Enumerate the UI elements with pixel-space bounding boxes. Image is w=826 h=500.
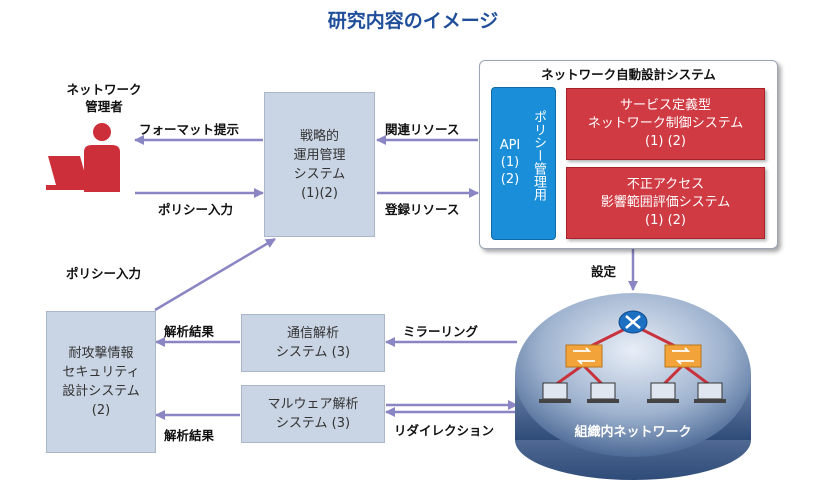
service-defined-control-system: サービス定義型 ネットワーク制御システム (1) (2) <box>566 88 765 160</box>
api-label: API (1) (2) <box>499 137 521 187</box>
label-policy-input-1: ポリシー入力 <box>158 202 234 217</box>
security-design-system: 耐攻撃情報 セキュリティ 設計システム (2) <box>46 311 156 453</box>
label-format-present: フォーマット提示 <box>139 122 240 137</box>
label-redirection: リダイレクション <box>394 423 495 438</box>
label-setting: 設定 <box>591 264 617 279</box>
switch-icon <box>664 344 702 368</box>
unauthorized-access-impact-system: 不正アクセス 影響範囲評価システム (1) (2) <box>566 167 765 239</box>
laptop-icon <box>694 382 726 403</box>
label-policy-input-2: ポリシー入力 <box>66 266 142 281</box>
label-register-resources: 登録リソース <box>385 202 460 217</box>
label-mirroring: ミラーリング <box>403 324 479 339</box>
policy-management-label: ポリシー管理用 <box>531 110 546 201</box>
communication-analysis-system: 通信解析 システム (3) <box>241 314 385 372</box>
switch-icon <box>565 344 603 368</box>
policy-api-panel <box>491 87 556 240</box>
label-analysis-result-1: 解析結果 <box>164 324 215 339</box>
laptop-icon <box>647 382 679 403</box>
label-analysis-result-2: 解析結果 <box>164 428 215 443</box>
malware-analysis-system: マルウェア解析 システム (3) <box>241 385 385 443</box>
laptop-icon <box>587 382 619 403</box>
strategy-management-system: 戦略的 運用管理 システム (1)(2) <box>264 92 375 237</box>
admin-label: ネットワーク 管理者 <box>66 82 142 114</box>
arrow-policy-input-2 <box>154 237 276 312</box>
network-design-system-title: ネットワーク自動設計システム <box>541 67 716 82</box>
page-title: 研究内容のイメージ <box>327 10 499 32</box>
laptop-icon <box>539 382 571 403</box>
label-related-resources: 関連リソース <box>385 122 460 137</box>
organization-network-label: 組織内ネットワーク <box>574 425 692 440</box>
router-icon <box>618 310 648 334</box>
person-with-laptop-icon <box>46 123 120 192</box>
